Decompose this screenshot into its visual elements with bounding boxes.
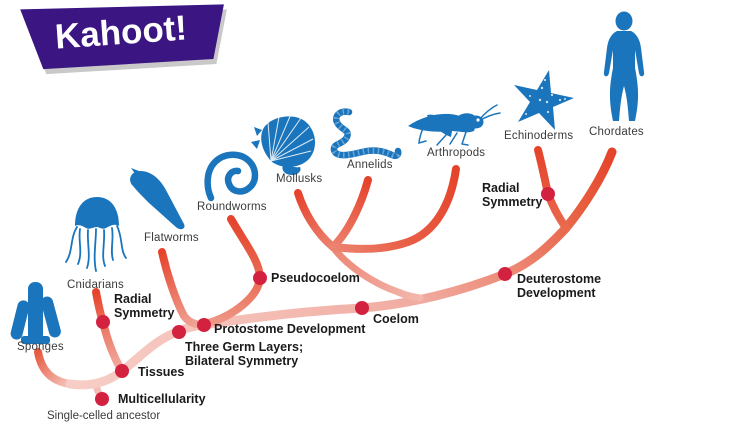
node-protostome-development (197, 318, 211, 332)
branch-coelomate-stem (329, 243, 424, 302)
sponge-icon (10, 282, 61, 344)
roundworm-spiral-icon (204, 151, 259, 202)
trait-label-coelom: Coelom (373, 312, 419, 326)
kahoot-logo: Kahoot! (16, 0, 230, 80)
node-coelom (355, 301, 369, 315)
branch-flatworms (158, 248, 200, 328)
taxon-label-mollusks: Mollusks (276, 173, 323, 185)
taxon-label-sponges: Sponges (17, 341, 64, 353)
taxon-label-flatworms: Flatworms (144, 232, 199, 244)
node-pseudocoelom (253, 271, 267, 285)
taxa-icons (10, 11, 645, 344)
trait-label-three-germ-layers: Three Germ Layers; Bilateral Symmetry (185, 340, 304, 368)
trait-label-tissues: Tissues (138, 365, 185, 379)
branch-annelids (329, 176, 372, 251)
scallop-shell-icon (251, 113, 316, 175)
starfish-icon (514, 70, 574, 130)
root-ancestor-label: Single-celled ancestor (47, 410, 161, 422)
branch-arthropods (331, 165, 460, 253)
trait-label-radial-symmetry-upper: Radial Symmetry (482, 181, 543, 209)
trait-label-protostome-development: Protostome Development (214, 322, 366, 336)
node-multicellularity (95, 392, 109, 406)
taxon-label-arthropods: Arthropods (427, 147, 486, 159)
taxon-label-chordates: Chordates (589, 126, 644, 138)
flatworm-icon (130, 168, 185, 230)
trait-nodes (95, 187, 555, 406)
human-silhouette-icon (603, 11, 645, 121)
node-tissues (115, 364, 129, 378)
taxon-label-echinoderms: Echinoderms (504, 130, 574, 142)
node-three-germ-layers (172, 325, 186, 339)
node-radial-symmetry-upper (541, 187, 555, 201)
node-deuterostome-development (498, 267, 512, 281)
node-radial-symmetry-lower (96, 315, 110, 329)
trait-label-pseudocoelom: Pseudocoelom (271, 271, 360, 285)
grasshopper-icon (408, 104, 501, 146)
trait-label-deuterostome-development: Deuterostome Development (517, 272, 602, 300)
taxon-label-annelids: Annelids (347, 159, 393, 171)
jellyfish-icon (65, 197, 127, 272)
branch-roundworms-pseudocoelom (201, 215, 265, 328)
trait-label-radial-symmetry-lower: Radial Symmetry (114, 292, 175, 320)
taxon-label-roundworms: Roundworms (197, 201, 267, 213)
segmented-worm-icon (330, 108, 402, 160)
branch-main-spine (65, 147, 617, 390)
taxon-label-cnidarians: Cnidarians (67, 279, 124, 291)
logo-background: Kahoot! (20, 4, 224, 70)
trait-label-multicellularity: Multicellularity (118, 392, 206, 406)
branch-sponges (34, 348, 74, 388)
branch-mollusks (294, 189, 337, 251)
